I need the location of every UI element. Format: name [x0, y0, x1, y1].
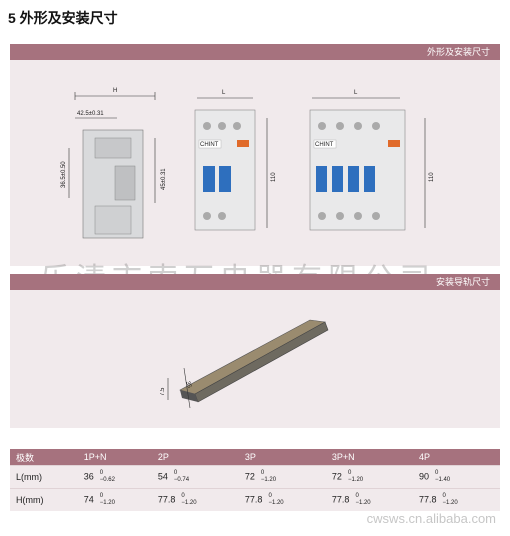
- din-rail-drawing: 7.5 35: [160, 319, 329, 409]
- table-header-4p: 4P: [412, 449, 500, 466]
- dim-110-label-4p: 110: [429, 172, 435, 182]
- dim-35-label: 35: [184, 381, 192, 390]
- dim-height-a-label: 36.5±0.50: [61, 161, 67, 188]
- front-view-2p-drawing: L CHINT 110: [194, 90, 277, 231]
- outline-drawing-panel: H 42.5±0.31 36.5±0.50 45±0.31 L CHINT 11…: [10, 60, 500, 266]
- front-view-4p-drawing: L CHINT 110: [309, 90, 435, 231]
- table-header-3p: 3P: [238, 449, 326, 466]
- table-header-3pn: 3P+N: [325, 449, 413, 466]
- row-label: L(mm): [10, 465, 78, 489]
- table-header-1pn: 1P+N: [77, 449, 152, 466]
- dim-l-label-2p: L: [222, 90, 226, 96]
- bottom-watermark: cwsws.cn.alibaba.com: [366, 511, 496, 526]
- section-header-rail: 安装导轨尺寸: [10, 274, 500, 290]
- side-view-drawing: H 42.5±0.31 36.5±0.50 45±0.31: [61, 88, 167, 239]
- table-header-row: 极数 1P+N 2P 3P 3P+N 4P: [10, 449, 500, 466]
- page-title: 5 外形及安装尺寸: [8, 10, 118, 26]
- section-label-outline: 外形及安装尺寸: [426, 47, 490, 57]
- brand-label-4p: CHINT: [315, 142, 334, 148]
- rail-drawing-panel: 7.5 35: [10, 290, 500, 428]
- dim-height-b-label: 45±0.31: [161, 168, 167, 190]
- section-label-rail: 安装导轨尺寸: [435, 277, 490, 287]
- brand-label-2p: CHINT: [200, 142, 219, 148]
- table-header-2p: 2P: [151, 449, 239, 466]
- dim-7-5-label: 7.5: [160, 387, 166, 396]
- dim-width-label: 42.5±0.31: [77, 111, 104, 117]
- row-label: H(mm): [10, 488, 78, 511]
- dim-110-label-2p: 110: [271, 172, 277, 182]
- section-header-outline: 外形及安装尺寸: [10, 44, 500, 60]
- dim-h-label: H: [113, 88, 117, 94]
- table-header-poles: 极数: [10, 449, 78, 466]
- dim-l-label-4p: L: [354, 90, 358, 96]
